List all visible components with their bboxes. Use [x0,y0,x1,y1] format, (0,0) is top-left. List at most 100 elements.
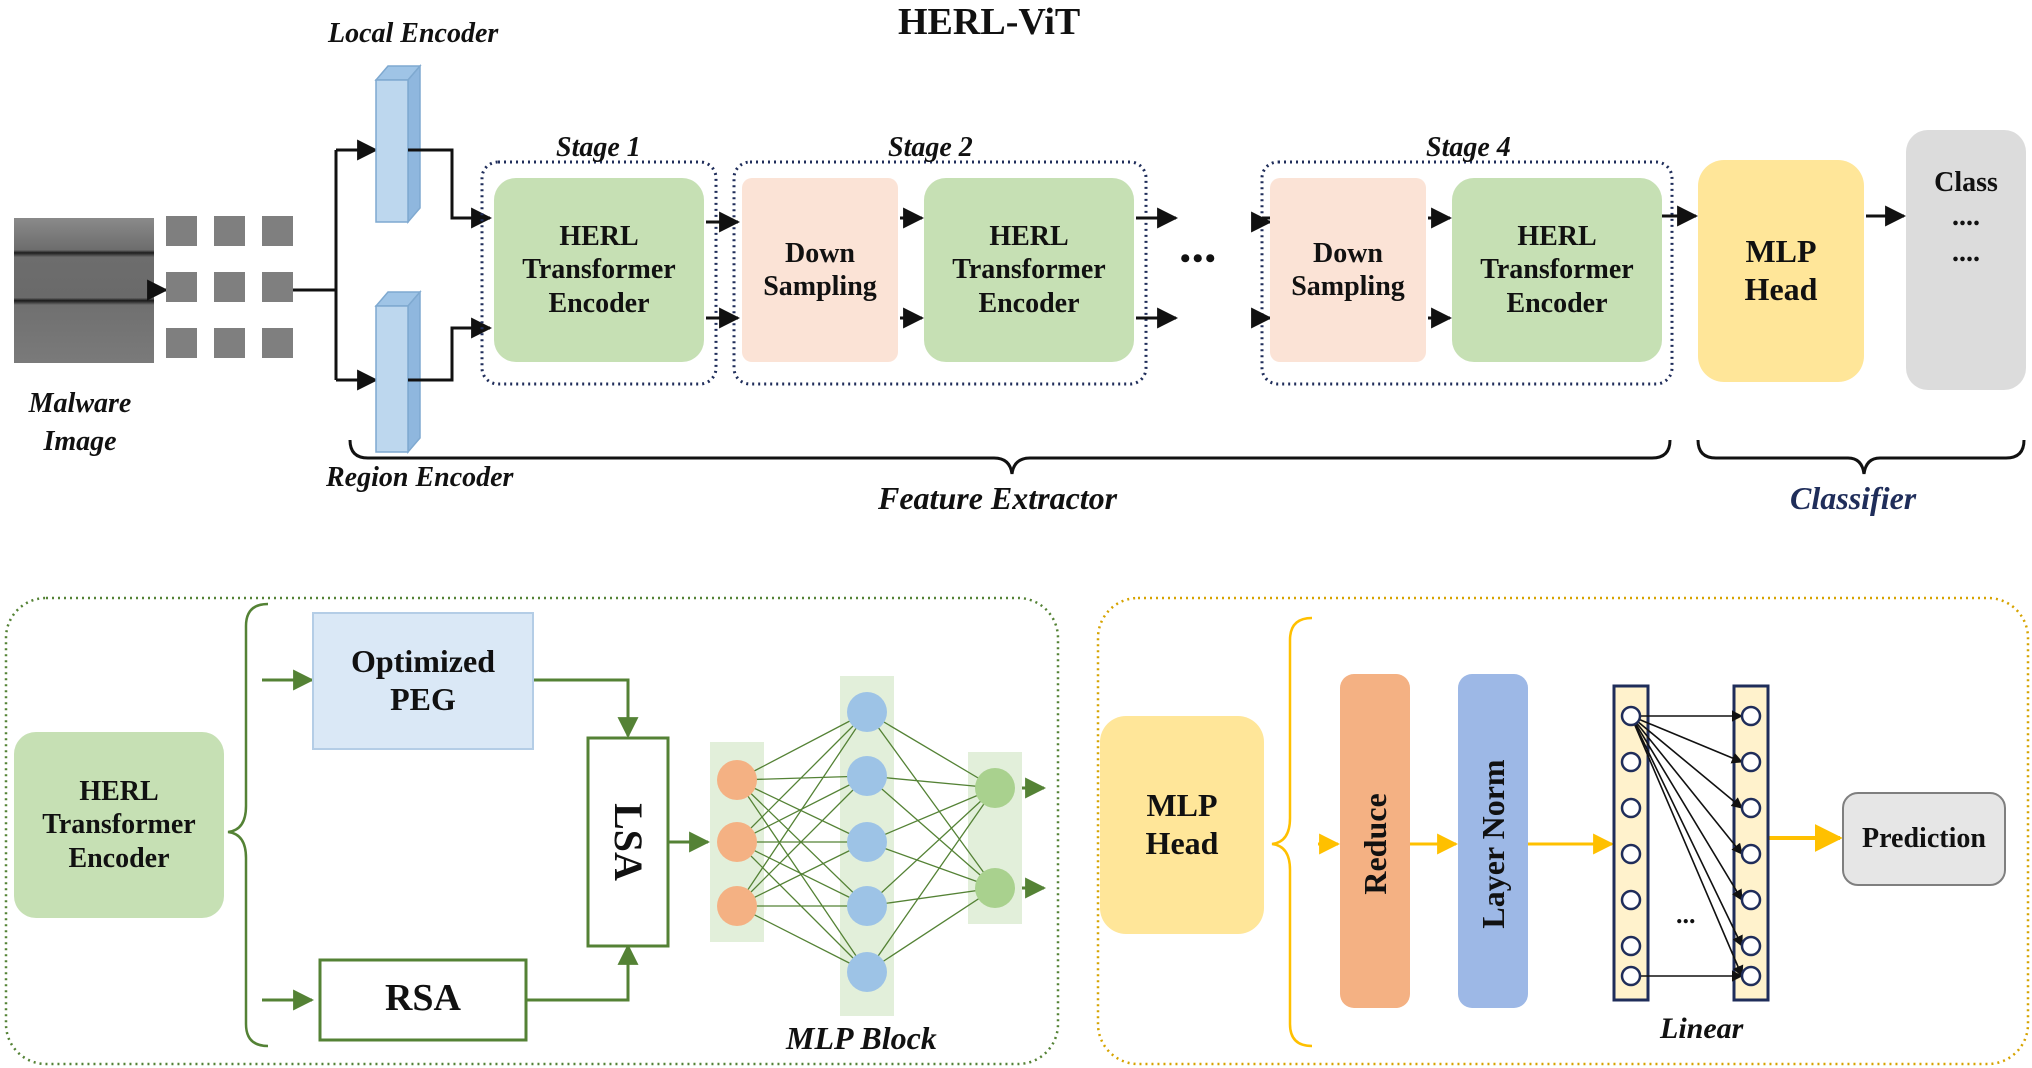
herl-label-line3: Encoder [1506,287,1608,319]
herl-label-line1: HERL [989,221,1069,253]
linear-output-node [1740,889,1762,911]
mlp-hidden-node [847,886,887,926]
head-detail-brace [1271,616,1313,1048]
mlp-edge [866,711,996,789]
mlp-edge [866,787,996,907]
mlp-output-node [975,768,1015,808]
lsa-label: LSA [606,803,651,881]
linear-nodes [1620,705,1762,987]
linear-connections [1630,710,1744,982]
herl-label-line2: Transformer [522,254,676,286]
linear-input-node [1620,797,1642,819]
lsa-box [586,736,670,948]
linear-input-node [1620,965,1642,987]
local-encoder-block [374,63,422,225]
mlp-edge [736,775,868,907]
linear-output-node [1740,705,1762,727]
prediction-label: Prediction [1862,823,1986,855]
encoder-detail-arrows [262,669,1047,1011]
mlp-edge [866,787,996,973]
stage2-frame [732,160,1148,386]
linear-label: Linear [1660,1012,1744,1045]
encoder-to-stage1-lines [408,148,493,382]
encoder-detail-frame [4,596,1060,1066]
encoder-detail-brace [227,602,269,1048]
rsa-box [318,958,528,1042]
mlp-hidden-node [847,822,887,862]
linear-input-node [1620,751,1642,773]
linear-edge [1630,715,1743,948]
reduce-label: Reduce [1357,793,1393,895]
linear-edge [1630,715,1743,901]
local-encoder-label: Local Encoder [328,18,499,49]
detail-herl-line3: Encoder [68,842,170,874]
linear-edge [1630,715,1744,764]
mlp-input-node [717,886,757,926]
mlp-label-line2: Head [1744,271,1818,307]
mlp-edge [736,711,868,781]
mlp-edge [736,779,868,907]
classifier-brace [1696,439,2026,475]
linear-output-node [1740,935,1762,957]
detail-mlp-line1: MLP [1146,787,1218,824]
layer-norm-block [1458,674,1528,1008]
mlp-edge [736,775,868,781]
feature-extractor-label: Feature Extractor [878,480,1118,516]
down-label-line2: Sampling [763,271,877,302]
mlp-input-node [717,822,757,862]
feature-extractor-brace [348,439,1672,475]
stage4-label: Stage 4 [1426,132,1511,163]
mlp-edge [736,779,868,973]
mlp-edge [866,887,996,973]
linear-edge [1630,715,1743,855]
down-label-line1: Down [1312,237,1383,269]
linear-output-node [1740,843,1762,865]
mlp-edge [736,779,868,843]
mlp-block-label: MLP Block [786,1020,937,1056]
image-patches [166,216,293,358]
encoder-split-lines [293,139,379,391]
down-label-line1: Down [784,237,855,269]
herl-label-line3: Encoder [548,287,650,319]
malware-image-label-line1: Malware [28,388,132,419]
mlp-edge [866,887,996,907]
herl-label-line1: HERL [1517,221,1597,253]
herl-label-line1: HERL [559,221,639,253]
mlp-hidden-node [847,692,887,732]
stage-ellipsis: ••• [1180,242,1218,275]
stage1-label: Stage 1 [556,132,641,163]
herl-label-line2: Transformer [1480,254,1634,286]
mlp-edge [736,905,868,973]
diagram-title: HERL-ViT [898,1,1081,43]
detail-mlp-line2: Head [1145,825,1219,861]
linear-input-node [1620,889,1642,911]
mlp-input-node [717,760,757,800]
linear-output-node [1740,797,1762,819]
herl-label-line3: Encoder [978,287,1080,319]
mlp-edge [866,775,996,789]
mlp-edge [866,775,996,889]
mlp-edge [736,711,868,907]
class-dots-1: .... [1951,201,1980,233]
detail-herl-line2: Transformer [42,809,196,841]
peg-line1: Optimized [351,643,495,680]
malware-image-label-line2: Image [43,426,117,457]
stage-arrows [706,205,1907,329]
reduce-block [1340,674,1410,1008]
class-dots-2: .... [1951,237,1980,269]
linear-edge [1630,715,1743,809]
rsa-label: RSA [384,977,462,1019]
peg-line2: PEG [390,681,456,717]
linear-output-node [1740,751,1762,773]
mlp-hidden-node [847,756,887,796]
